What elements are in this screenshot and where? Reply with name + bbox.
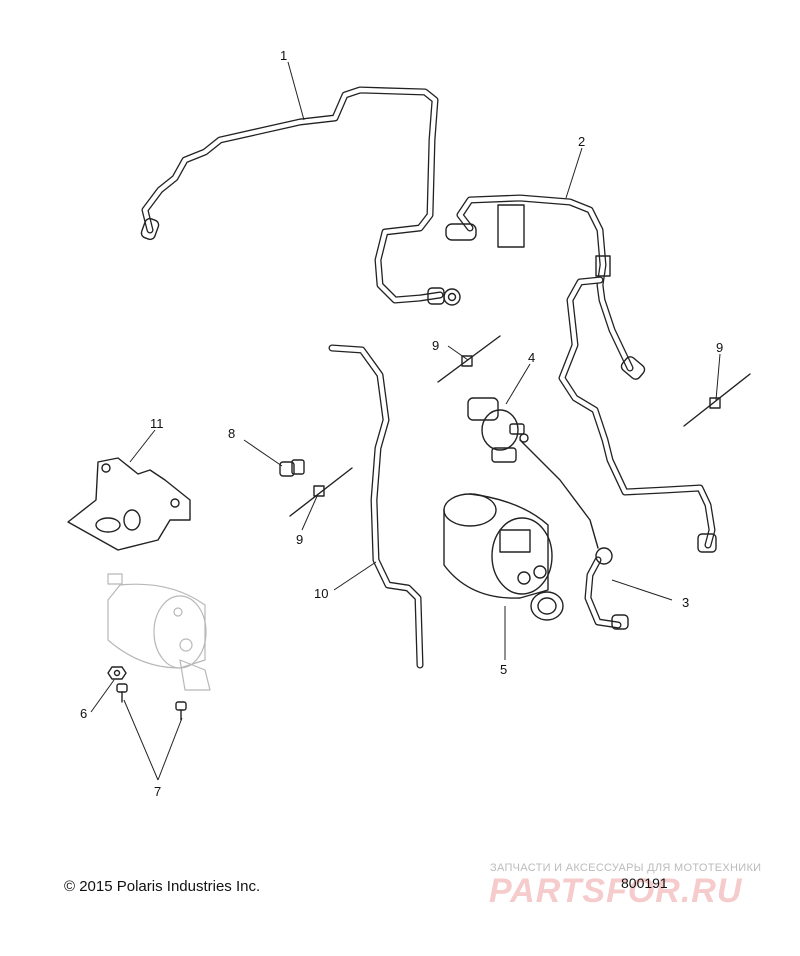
part-9-cable-tie-2: [289, 467, 353, 517]
part-7-bolts: [116, 683, 187, 721]
watermark-logo: PARTSFOR.RU: [489, 872, 743, 910]
callout-5: 5: [500, 662, 507, 677]
diagram-number: 800191: [621, 875, 668, 891]
part-4-purge-valve: [467, 397, 529, 463]
callout-9-left: 9: [296, 532, 303, 547]
watermark-tagline: ЗАПЧАСТИ И АКСЕССУАРЫ ДЛЯ МОТОТЕХНИКИ: [490, 862, 762, 874]
part-3-canister-hose: [519, 439, 629, 630]
part-1-vapor-hose: [140, 86, 461, 306]
part-9-cable-tie-3: [683, 373, 751, 427]
callout-9-top: 9: [432, 338, 439, 353]
ghost-canister-assembly: [107, 573, 211, 691]
callout-3: 3: [682, 595, 689, 610]
callout-7: 7: [154, 784, 161, 799]
part-11-bracket: [67, 457, 191, 551]
part-2-vapor-hose: [445, 194, 717, 553]
leader-lines: [90, 61, 721, 781]
part-9-cable-tie-1: [437, 335, 501, 383]
callout-6: 6: [80, 706, 87, 721]
part-8-fitting: [279, 459, 305, 477]
part-5-canister: [443, 493, 564, 621]
callout-2: 2: [578, 134, 585, 149]
copyright-text: © 2015 Polaris Industries Inc.: [64, 878, 261, 895]
part-10-vent-hose: [328, 344, 424, 669]
callout-10: 10: [314, 586, 328, 601]
part-6-nut: [107, 666, 127, 680]
callout-9-right: 9: [716, 340, 723, 355]
callout-8: 8: [228, 426, 235, 441]
callout-11: 11: [150, 416, 164, 431]
callout-1: 1: [280, 48, 287, 63]
callout-4: 4: [528, 350, 535, 365]
